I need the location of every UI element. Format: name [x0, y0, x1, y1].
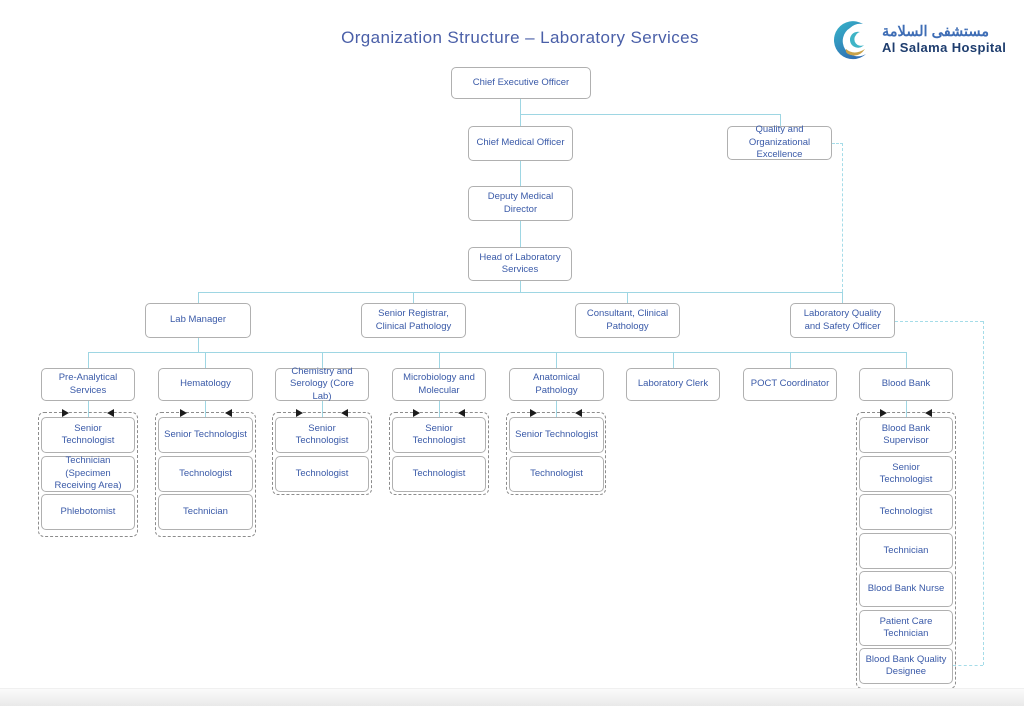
inward-arrow-icon — [341, 409, 348, 417]
team-group-hematology — [155, 409, 256, 537]
role-box: Technician — [859, 533, 953, 569]
role-box: Senior Technologist — [41, 417, 135, 453]
node-dept-microbiology-molecular: Microbiology and Molecular — [392, 368, 486, 401]
role-box: Blood Bank Quality Designee — [859, 648, 953, 684]
connector-line — [439, 401, 440, 417]
role-box: Patient Care Technician — [859, 610, 953, 646]
connector-line — [520, 99, 521, 126]
connector-line — [88, 401, 89, 417]
role-box: Technician — [158, 494, 253, 530]
connector-line — [780, 114, 781, 126]
node-dept-pre-analytical-services: Pre-Analytical Services — [41, 368, 135, 401]
connector-line — [906, 352, 907, 368]
node-dept-laboratory-clerk: Laboratory Clerk — [626, 368, 720, 401]
connector-line — [322, 401, 323, 417]
node-dept-poct-coordinator: POCT Coordinator — [743, 368, 837, 401]
connector-line — [842, 292, 843, 303]
role-box: Senior Technologist — [275, 417, 369, 453]
role-box: Technologist — [158, 456, 253, 492]
node-deputy-medical-director: Deputy Medical Director — [468, 186, 573, 221]
dashed-connector-line — [832, 143, 843, 144]
role-box: Technologist — [275, 456, 369, 492]
connector-line — [790, 352, 791, 368]
logo-text: مستشفى السلامة Al Salama Hospital — [882, 24, 1006, 56]
inward-arrow-icon — [530, 409, 537, 417]
connector-line — [520, 281, 521, 292]
node-lab-manager: Lab Manager — [145, 303, 251, 338]
page-footer-strip — [0, 688, 1024, 706]
crescent-logo-icon — [833, 21, 866, 60]
dashed-connector-line — [842, 143, 843, 292]
connector-line — [413, 292, 414, 303]
connector-line — [520, 114, 780, 115]
connector-line — [520, 161, 521, 186]
inward-arrow-icon — [413, 409, 420, 417]
connector-line — [198, 292, 199, 303]
team-group-preanalytical — [38, 409, 138, 537]
team-group-anatomical — [506, 409, 606, 495]
node-head-of-laboratory-services: Head of Laboratory Services — [468, 247, 572, 281]
logo-english-name: Al Salama Hospital — [882, 39, 1007, 55]
connector-line — [556, 352, 557, 368]
inward-arrow-icon — [880, 409, 887, 417]
role-box: Technologist — [392, 456, 486, 492]
connector-line — [439, 352, 440, 368]
inward-arrow-icon — [296, 409, 303, 417]
connector-line — [520, 221, 521, 247]
node-dept-anatomical-pathology: Anatomical Pathology — [509, 368, 604, 401]
role-box: Phlebotomist — [41, 494, 135, 530]
role-box: Blood Bank Nurse — [859, 571, 953, 607]
team-group-chemistry — [272, 409, 372, 495]
page-title: Organization Structure – Laboratory Serv… — [341, 28, 699, 47]
role-box: Senior Technologist — [859, 456, 953, 492]
dashed-connector-line — [895, 321, 983, 322]
connector-line — [205, 401, 206, 417]
connector-line — [556, 401, 557, 417]
node-laboratory-quality-safety-officer: Laboratory Quality and Safety Officer — [790, 303, 895, 338]
inward-arrow-icon — [458, 409, 465, 417]
hospital-logo: مستشفى السلامة Al Salama Hospital — [830, 18, 1016, 62]
connector-line — [88, 352, 906, 353]
role-box: Senior Technologist — [509, 417, 604, 453]
node-chief-executive-officer: Chief Executive Officer — [451, 67, 591, 99]
connector-line — [322, 352, 323, 368]
connector-line — [906, 401, 907, 417]
inward-arrow-icon — [575, 409, 582, 417]
dashed-connector-line — [953, 665, 983, 666]
connector-line — [627, 292, 628, 303]
team-group-microbiology — [389, 409, 489, 495]
inward-arrow-icon — [925, 409, 932, 417]
dashed-connector-line — [983, 321, 984, 665]
inward-arrow-icon — [179, 409, 187, 417]
role-box: Technician (Specimen Receiving Area) — [41, 455, 135, 492]
node-dept-chemistry-serology: Chemistry and Serology (Core Lab) — [275, 366, 369, 402]
node-chief-medical-officer: Chief Medical Officer — [468, 126, 573, 161]
connector-line — [198, 292, 842, 293]
role-box: Technologist — [509, 456, 604, 492]
node-dept-blood-bank: Blood Bank — [859, 368, 953, 401]
inward-arrow-icon — [224, 409, 232, 417]
connector-line — [673, 352, 674, 368]
connector-line — [205, 352, 206, 368]
connector-line — [88, 352, 89, 368]
role-box: Senior Technologist — [158, 417, 253, 453]
role-box: Blood Bank Supervisor — [859, 417, 953, 453]
inward-arrow-icon — [107, 409, 114, 417]
node-senior-registrar-clinical-pathology: Senior Registrar, Clinical Pathology — [361, 303, 466, 338]
connector-line — [198, 338, 199, 352]
role-box: Technologist — [859, 494, 953, 530]
node-consultant-clinical-pathology: Consultant, Clinical Pathology — [575, 303, 680, 338]
logo-arabic-name: مستشفى السلامة — [882, 24, 990, 41]
role-box: Senior Technologist — [392, 417, 486, 453]
node-quality-organizational-excellence: Quality and Organizational Excellence — [727, 124, 832, 160]
node-dept-hematology: Hematology — [158, 368, 253, 401]
inward-arrow-icon — [62, 409, 69, 417]
